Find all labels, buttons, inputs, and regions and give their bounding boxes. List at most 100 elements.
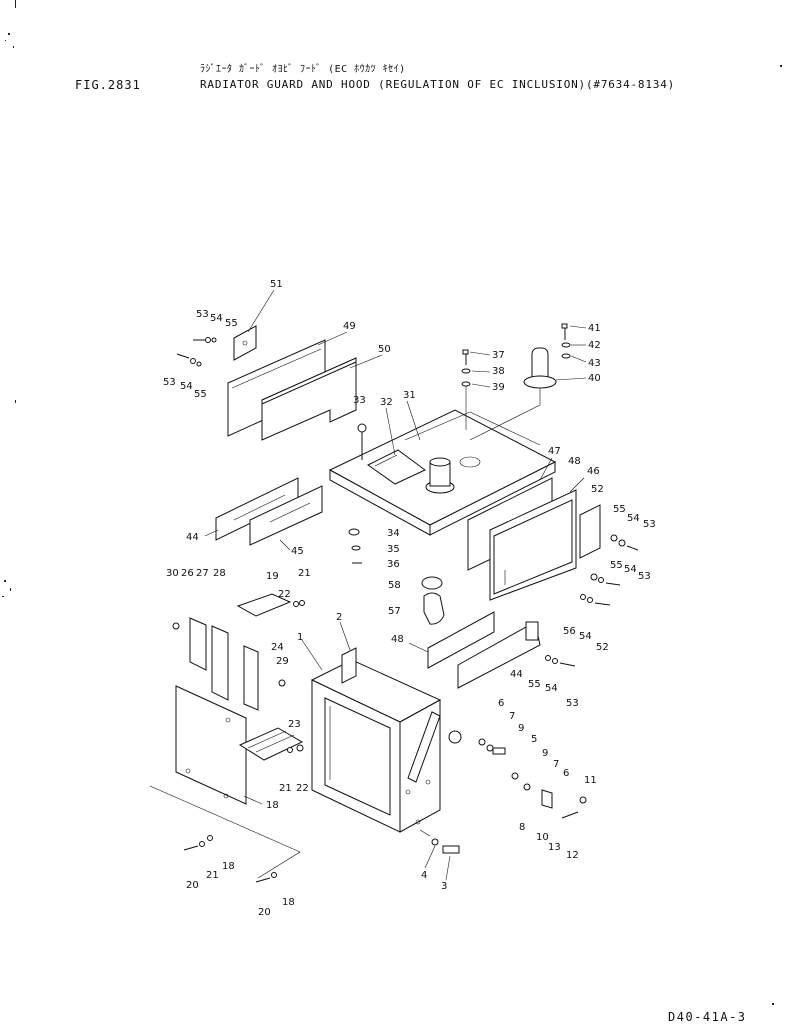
callout-52-b: 53 <box>566 698 579 709</box>
callout-55-c: 55 <box>613 504 626 515</box>
callout-41: 43 <box>588 358 601 369</box>
callout-21-b: 22 <box>296 783 309 794</box>
callout-53-b: 53 <box>163 377 176 388</box>
callout-18-a: 21 <box>206 870 219 881</box>
elbow-57 <box>423 592 445 625</box>
callout-18-b: 18 <box>282 897 295 908</box>
callout-4: 4 <box>421 870 427 881</box>
callout-54-f: 54 <box>545 683 558 694</box>
callout-32: 34 <box>387 528 400 539</box>
bolts-15-16-17-18 <box>149 785 301 883</box>
callout-15: 18 <box>222 861 235 872</box>
callout-numbers: 51 53 54 55 49 50 53 54 55 33 32 31 37 3… <box>163 279 656 918</box>
callout-54-e: 54 <box>579 631 592 642</box>
plate-51-right <box>579 504 601 559</box>
callout-27: 29 <box>276 656 289 667</box>
callout-2: 2 <box>336 612 342 623</box>
callout-35: 37 <box>492 350 505 361</box>
callout-20: 21 <box>279 783 292 794</box>
callout-30: 32 <box>380 397 393 408</box>
plate-14 <box>175 685 247 805</box>
side-panel-50 <box>261 357 357 441</box>
callout-49: 49 <box>343 321 356 332</box>
callout-1: 1 <box>297 632 303 643</box>
callout-6-b: 6 <box>563 768 569 779</box>
callout-33: 35 <box>387 544 400 555</box>
callout-55-e: 55 <box>528 679 541 690</box>
callout-34: 36 <box>387 559 400 570</box>
bolts-53-54-55-right <box>580 534 639 606</box>
callout-48: 48 <box>568 456 581 467</box>
panel-43 <box>427 611 495 669</box>
callout-26: 28 <box>213 568 226 579</box>
callout-51-right: 52 <box>591 484 604 495</box>
plate-51-top <box>233 325 257 361</box>
callout-54-b: 54 <box>180 381 193 392</box>
callout-13: 13 <box>548 842 561 853</box>
callout-44: 44 <box>186 532 199 543</box>
bolts-54-55-52 <box>545 655 576 667</box>
figure-title: RADIATOR GUARD AND HOOD (REGULATION OF E… <box>200 78 676 91</box>
callout-54-d: 54 <box>624 564 637 575</box>
callout-24: 26 <box>181 568 194 579</box>
callout-9-a: 9 <box>518 723 524 734</box>
callout-53-c: 53 <box>643 519 656 530</box>
callout-55-a: 55 <box>225 318 238 329</box>
panel-45 <box>249 485 323 546</box>
leader-lines <box>204 289 587 881</box>
callout-8: 8 <box>519 822 525 833</box>
callout-53-a: 53 <box>196 309 209 320</box>
callout-23: 24 <box>271 642 284 653</box>
callout-14: 18 <box>266 800 279 811</box>
ring-58 <box>421 576 443 590</box>
callout-57: 57 <box>388 606 401 617</box>
knob-31 <box>357 423 367 460</box>
callout-45: 45 <box>291 546 304 557</box>
bolts-35-36-37 <box>461 349 471 430</box>
callout-39: 41 <box>588 323 601 334</box>
callout-54-c: 54 <box>627 513 640 524</box>
callout-56: 56 <box>563 626 576 637</box>
callout-5: 5 <box>531 734 537 745</box>
bolts-3-4 <box>419 829 460 854</box>
callout-54-a: 54 <box>210 313 223 324</box>
callout-16: 20 <box>186 880 199 891</box>
pipe-fittings-5-13 <box>407 711 587 819</box>
callout-43: 48 <box>391 634 404 645</box>
neck-pipe <box>425 457 455 494</box>
callout-22-a: 22 <box>278 589 291 600</box>
callout-9-b: 9 <box>542 748 548 759</box>
callout-17: 20 <box>258 907 271 918</box>
panels-24-25-26 <box>189 617 259 711</box>
callout-47: 47 <box>548 446 561 457</box>
callout-31: 33 <box>353 395 366 406</box>
bolts-39-40-41 <box>561 323 571 359</box>
callout-12: 12 <box>566 850 579 861</box>
callout-21-a: 21 <box>298 568 311 579</box>
bolts-21-22-27-28 <box>172 600 305 753</box>
panel-42 <box>457 621 541 689</box>
panel-48 <box>489 489 577 601</box>
callout-51-top: 51 <box>270 279 283 290</box>
callout-7-a: 7 <box>509 711 515 722</box>
callout-3: 3 <box>441 881 447 892</box>
callout-38: 40 <box>588 373 601 384</box>
callout-7-b: 7 <box>553 759 559 770</box>
callout-28: 30 <box>166 568 179 579</box>
bolts-53-54-55-top <box>176 337 217 367</box>
callout-40: 42 <box>588 340 601 351</box>
callout-10: 10 <box>536 832 549 843</box>
fasteners-32-33-34 <box>348 528 362 564</box>
callout-22-b: 23 <box>288 719 301 730</box>
callout-50: 50 <box>378 344 391 355</box>
bracket-2 <box>341 647 357 684</box>
title-japanese: ﾗｼﾞｴｰﾀ ｶﾞｰﾄﾞ ｵﾖﾋﾞ ﾌｰﾄﾞ (EC ﾎｳｶﾂ ｷｾｲ) <box>200 64 406 75</box>
grill-19 <box>236 593 292 617</box>
cover-30 <box>367 449 426 485</box>
document-code: D40-41A-3 <box>668 1010 747 1024</box>
callout-55-d: 55 <box>610 560 623 571</box>
muffler-38 <box>469 347 557 441</box>
callout-29: 31 <box>403 390 416 401</box>
scan-specks <box>2 0 782 1005</box>
